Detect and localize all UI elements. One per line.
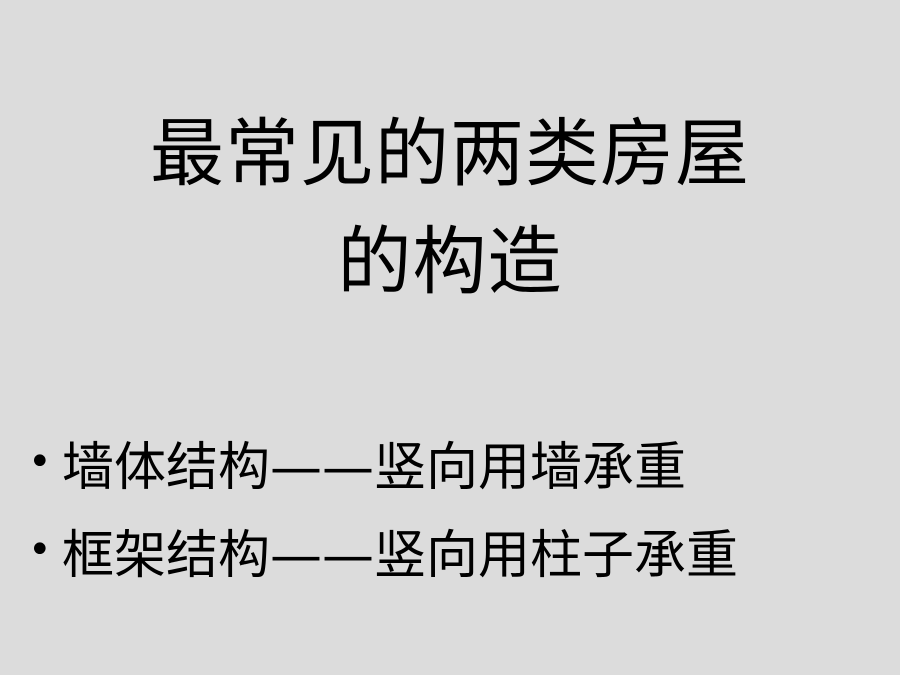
bullet-list: • 墙体结构——竖向用墙承重 • 框架结构——竖向用柱子承重: [28, 418, 888, 594]
title-line-1: 最常见的两类房屋: [150, 111, 750, 197]
bullet-text-wall-structure: 墙体结构——竖向用墙承重: [62, 437, 687, 498]
title-line-2: 的构造: [337, 219, 563, 305]
bullet-dot-icon: •: [28, 527, 52, 573]
bullet-item-frame-structure: • 框架结构——竖向用柱子承重: [28, 506, 888, 594]
bullet-text-frame-structure: 框架结构——竖向用柱子承重: [62, 525, 739, 586]
slide-title: 最常见的两类房屋 的构造: [0, 100, 900, 316]
bullet-dot-icon: •: [28, 439, 52, 485]
bullet-item-wall-structure: • 墙体结构——竖向用墙承重: [28, 418, 888, 506]
